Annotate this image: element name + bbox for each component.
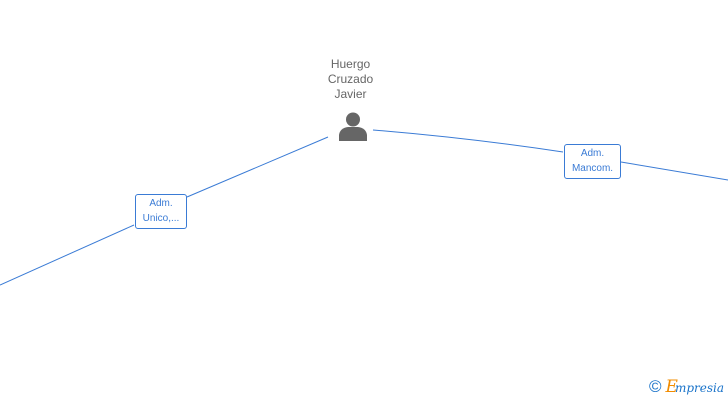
relation-label-line: Mancom. bbox=[571, 163, 614, 174]
person-name-line: Huergo bbox=[330, 57, 371, 71]
brand-logo-text: mpresia bbox=[674, 380, 724, 395]
relation-label-line: Adm. bbox=[149, 198, 173, 209]
person-icon[interactable] bbox=[337, 111, 369, 141]
relation-label-line: Unico,... bbox=[142, 213, 180, 224]
edge-line-right bbox=[372, 129, 728, 181]
person-name[interactable]: Huergo Cruzado Javier bbox=[300, 57, 401, 102]
relation-label-adm-mancom[interactable]: Adm. Mancom. bbox=[564, 144, 621, 179]
brand-logo-initial: E bbox=[665, 376, 678, 397]
relation-label-adm-unico[interactable]: Adm. Unico,... bbox=[135, 194, 187, 229]
brand-logo: Empresia bbox=[666, 378, 724, 397]
person-name-line: Cruzado bbox=[327, 72, 374, 86]
copyright-icon: © bbox=[648, 377, 662, 396]
relation-label-line: Adm. bbox=[580, 148, 605, 159]
person-name-line: Javier bbox=[334, 87, 367, 101]
empresia-watermark: © Empresia bbox=[649, 378, 724, 396]
edge-line-left bbox=[0, 136, 329, 286]
